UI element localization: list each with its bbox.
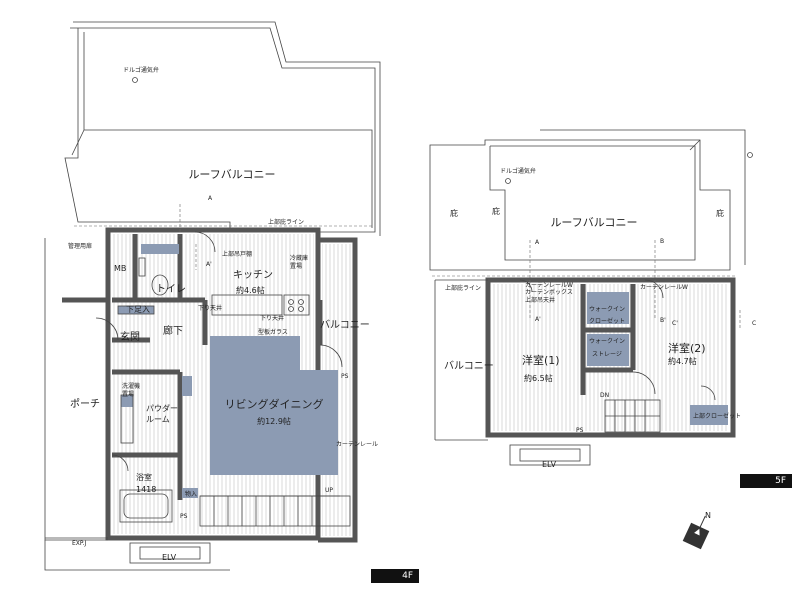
5f-walkin-storage-label-2: ストレージ xyxy=(592,351,622,358)
5f-walkin-closet-label: ウォークイン xyxy=(589,305,625,313)
4f-shoe-label: 下足入 xyxy=(126,305,150,314)
4f-washer-note-2: 置場 xyxy=(122,390,134,398)
4f-upper-door-note: 上部吊戸棚 xyxy=(222,250,252,258)
4f-washer-note: 洗濯機 xyxy=(122,382,140,390)
5f-walkin-storage-label: ウォークイン xyxy=(589,337,625,345)
4f-toilet-label: トイレ xyxy=(156,284,186,295)
4f-fridge-note: 冷蔵庫 xyxy=(290,254,308,262)
4f-up-label: UP xyxy=(325,487,333,494)
4f-kitchen-size: 約4.6帖 xyxy=(236,285,265,295)
compass-label: N xyxy=(705,511,711,520)
5f-elv-label: ELV xyxy=(542,460,557,469)
floor-5f xyxy=(429,129,753,466)
4f-curtain-note: カーテンレール xyxy=(336,441,378,448)
floor-4f xyxy=(44,21,381,571)
5f-a-prime: A' xyxy=(535,316,541,323)
5f-garden-mid: 庇 xyxy=(492,206,500,216)
4f-roof-balcony-label: ルーフバルコニー xyxy=(188,168,275,181)
4f-powder-label: パウダー xyxy=(146,403,178,413)
4f-upper-ceiling-low: 下り天井 xyxy=(260,314,284,322)
5f-walkin-closet-label-2: クローゼット xyxy=(589,317,625,325)
4f-storage-label: 物入 xyxy=(185,490,197,498)
4f-stairs xyxy=(199,495,351,527)
4f-kitchen-label: キッチン xyxy=(233,269,273,281)
5f-garden-left: 庇 xyxy=(450,208,458,218)
5f-curtain-w-note: カーテンレールW xyxy=(525,282,573,289)
4f-bath-label: 浴室 xyxy=(136,472,152,482)
4f-living-dining-floor xyxy=(210,336,338,475)
4f-mb-label: MB xyxy=(114,264,126,273)
5f-bedroom2-label: 洋室(2) xyxy=(668,341,706,355)
5f-bedroom1-label: 洋室(1) xyxy=(522,353,560,367)
floor-tag-4f: 4F xyxy=(371,569,419,583)
4f-ps1-label: PS xyxy=(180,513,188,520)
5f-lower-ceiling-note: 上部吊天井 xyxy=(525,296,555,304)
4f-living-size: 約12.9帖 xyxy=(257,416,291,426)
4f-expj-label: EXP.J xyxy=(72,540,86,547)
4f-powder-label-2: ルーム xyxy=(146,415,170,424)
5f-garden-right: 庇 xyxy=(716,208,724,218)
5f-b-mark: B xyxy=(660,238,664,245)
5f-drain-note: ドルゴ通気弁 xyxy=(500,167,536,175)
5f-roof-balcony-outline xyxy=(429,139,731,271)
4f-ps2-label: PS xyxy=(341,373,349,380)
4f-roof-balcony-outline xyxy=(64,27,376,233)
5f-roof-balcony-label: ルーフバルコニー xyxy=(550,216,637,229)
4f-fridge-note-2: 置場 xyxy=(290,262,302,270)
4f-balcony-label: バルコニー xyxy=(320,319,370,331)
5f-upper-line-note: 上部庇ライン xyxy=(445,284,481,292)
5f-curtain-box-note: カーテンボックス xyxy=(525,288,573,296)
4f-mgmt-note: 管理用扉 xyxy=(68,242,92,250)
4f-lower-ceiling-note: 下り天井 xyxy=(198,304,222,312)
4f-upper-line-note: 上部庇ライン xyxy=(268,218,304,226)
4f-frosted-note: 型板ガラス xyxy=(258,328,288,336)
5f-labels: ルーフバルコニー ドルゴ通気弁 庇 庇 庇 洋室(1) 約6.5帖 洋室(2) … xyxy=(444,167,756,469)
floor-tag-5f: 5F xyxy=(740,474,792,488)
5f-upper-closet-label: 上部クローゼット xyxy=(693,412,741,420)
5f-bedroom1-size: 約6.5帖 xyxy=(524,373,553,383)
5f-c-prime: C' xyxy=(672,320,678,327)
4f-labels: ルーフバルコニー ドルゴ通気弁 上部庇ライン 管理用扉 キッチン 約4.6帖 ト… xyxy=(68,66,378,562)
4f-elv-label: ELV xyxy=(162,553,177,562)
4f-a-prime: A' xyxy=(206,261,212,268)
5f-ps-label: PS xyxy=(576,427,584,434)
5f-b-prime: B' xyxy=(660,317,666,324)
4f-hallway-label: 廊下 xyxy=(163,324,183,337)
4f-bath-size: 1418 xyxy=(136,485,156,494)
4f-entrance-label: 玄関 xyxy=(120,330,140,343)
4f-living-label: リビングダイニング xyxy=(225,397,324,411)
5f-bedroom2-size: 約4.7帖 xyxy=(668,356,697,366)
5f-dn-label: DN xyxy=(600,392,609,399)
5f-outer-wall xyxy=(485,277,736,438)
4f-a-mark: A xyxy=(208,195,213,202)
5f-curtain-w-note-2: カーテンレールW xyxy=(640,284,688,291)
5f-a-mark: A xyxy=(535,239,540,246)
5f-balcony-label: バルコニー xyxy=(444,360,494,372)
4f-drain-note: ドルゴ通気弁 xyxy=(123,66,159,74)
4f-porch-label: ポーチ xyxy=(70,398,100,410)
compass-icon xyxy=(682,515,710,550)
5f-c-mark: C xyxy=(752,320,756,327)
